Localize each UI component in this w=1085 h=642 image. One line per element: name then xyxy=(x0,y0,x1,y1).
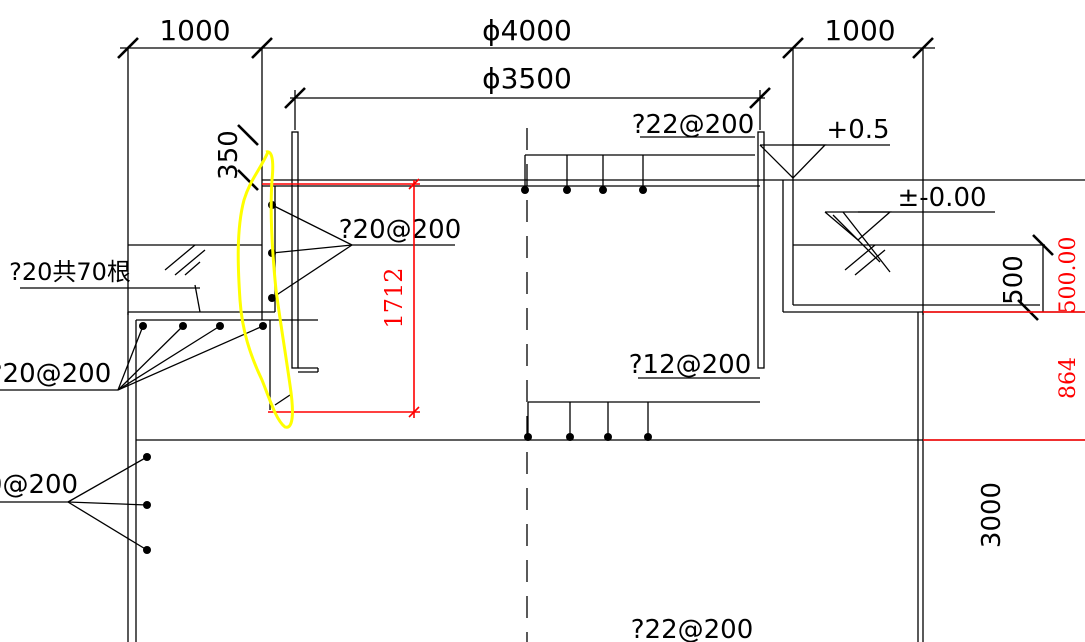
elevation-ground: ±-0.00 xyxy=(897,183,986,213)
dim-left-overhang: 1000 xyxy=(159,14,230,47)
red-dim-right-partial: 864 xyxy=(1056,357,1081,399)
rebar-label-bottom: ?22@200 xyxy=(631,615,754,642)
rebar-label-mid: ?12@200 xyxy=(629,350,752,380)
red-dimension-lines xyxy=(262,178,1085,441)
elevation-markers xyxy=(759,144,995,273)
red-dim-height: 1712 xyxy=(380,267,408,328)
dim-right-overhang: 1000 xyxy=(824,14,895,47)
dim-right-step: 500 xyxy=(999,255,1029,305)
dim-inner-diameter: ϕ3500 xyxy=(482,62,572,95)
top-dimensions xyxy=(120,47,935,315)
rebar-label-anchor: ?20共70根 xyxy=(9,258,131,286)
dimension-ticks xyxy=(117,37,1054,321)
dim-depth: 3000 xyxy=(977,482,1007,548)
highlight-scribble xyxy=(236,150,294,429)
rebar-label-wall: ?20@200 xyxy=(339,215,462,245)
rebar-label-left-wall: 0@200 xyxy=(0,470,78,500)
rebar-label-left-slab: ?20@200 xyxy=(0,359,111,389)
rebar-label-top-right: ?22@200 xyxy=(632,110,755,140)
dim-wall-top: 350 xyxy=(214,130,244,180)
dim-outer-diameter: ϕ4000 xyxy=(482,14,572,47)
rebar-dots xyxy=(139,186,652,554)
elevation-top: +0.5 xyxy=(826,115,889,145)
red-dim-right-top: 500.00 xyxy=(1056,237,1081,314)
